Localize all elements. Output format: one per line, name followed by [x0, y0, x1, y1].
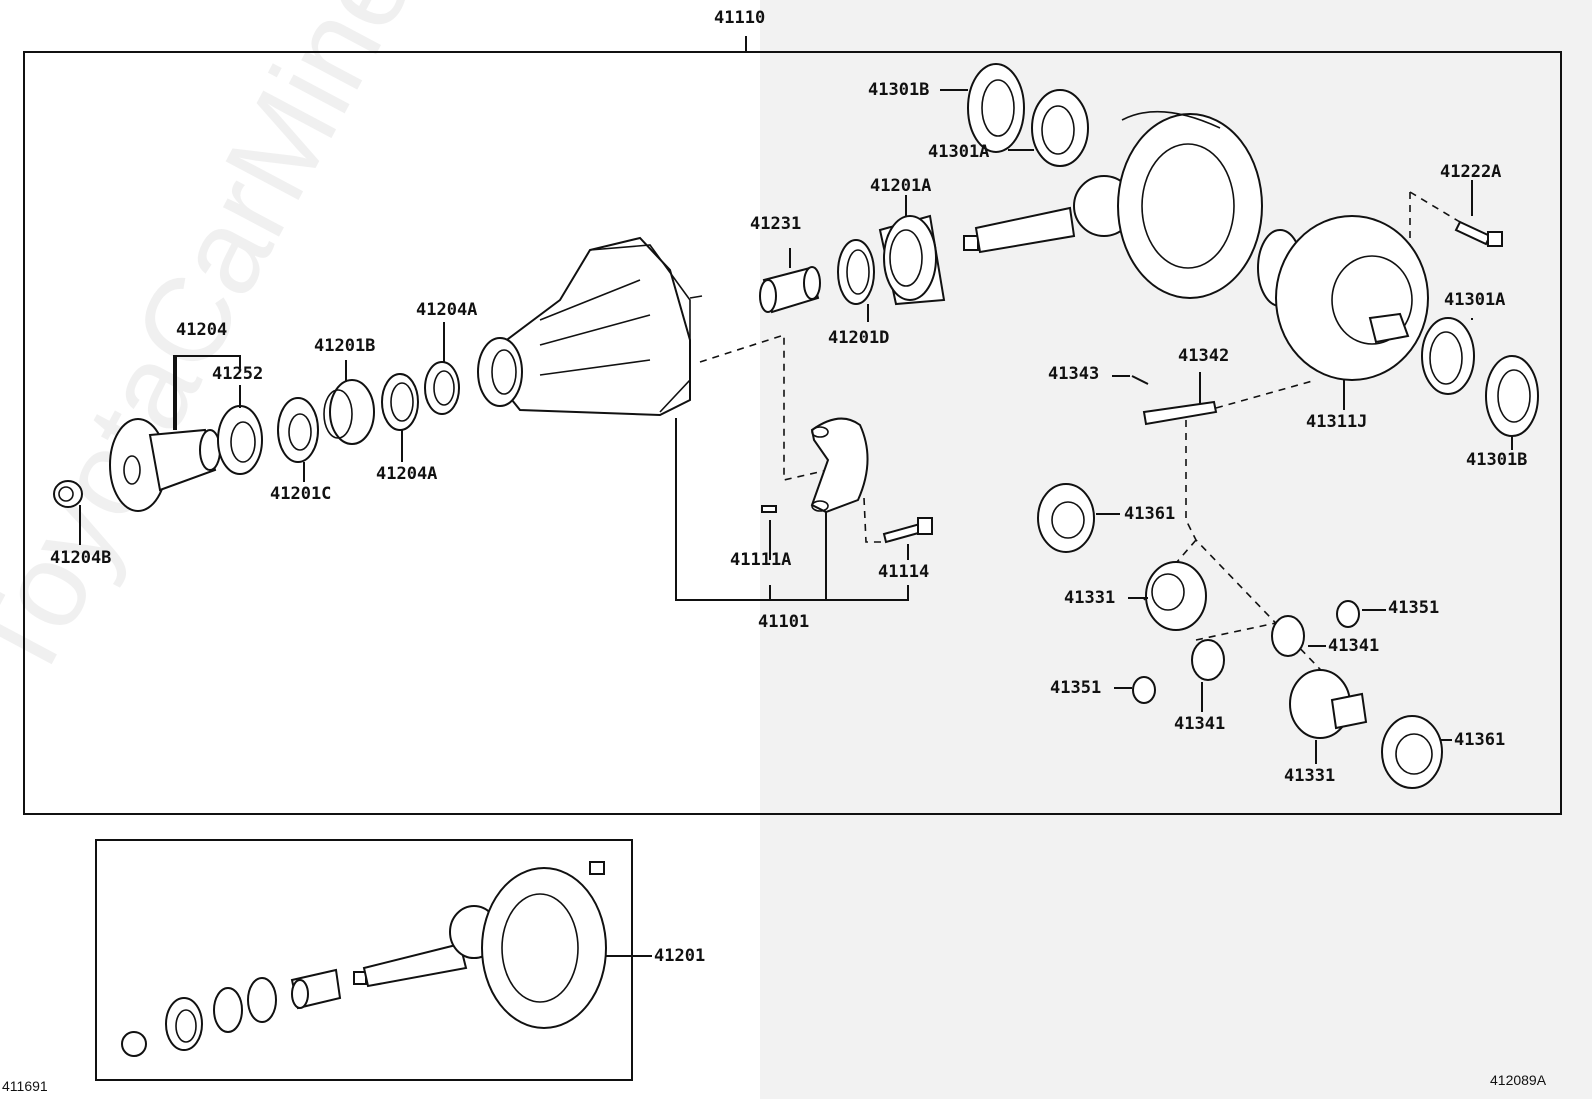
- washer-41351-left: [1114, 676, 1156, 704]
- label-41301b-top: 41301B: [868, 80, 930, 100]
- label-41111a: 41111A: [730, 550, 792, 570]
- label-41301a-top: 41301A: [928, 142, 990, 162]
- washer-41204a-lower: [381, 373, 419, 462]
- washer-41204a-upper: [424, 322, 460, 415]
- label-41114: 41114: [878, 562, 930, 582]
- side-gear-41331-top: [1128, 561, 1207, 631]
- label-41204: 41204: [176, 320, 228, 340]
- label-41231: 41231: [750, 214, 802, 234]
- label-41252: 41252: [212, 364, 264, 384]
- bearing-41301a-right: [1421, 317, 1475, 395]
- label-41201: 41201: [654, 946, 706, 966]
- label-41201d: 41201D: [828, 328, 890, 348]
- ring-and-pinion-gear: [963, 110, 1263, 299]
- bolt-41222a: [1409, 180, 1503, 250]
- pin-41343: [1112, 375, 1149, 385]
- pinion-gear-41341-left: [1191, 639, 1225, 712]
- diff-case-41311j: [1257, 215, 1429, 410]
- bearing-cap: [810, 417, 869, 514]
- kit-frame: [95, 839, 633, 1081]
- label-41342: 41342: [1178, 346, 1230, 366]
- label-41361-top: 41361: [1124, 504, 1176, 524]
- label-41222a: 41222A: [1440, 162, 1502, 182]
- label-41201b: 41201B: [314, 336, 376, 356]
- thrust-washer-41361-top: [1037, 483, 1120, 553]
- washer-41201d: [837, 239, 875, 322]
- label-41301b-right: 41301B: [1466, 450, 1528, 470]
- pinion-shaft-41342: [1142, 372, 1341, 691]
- oil-seal-41252: [217, 385, 263, 475]
- label-41101: 41101: [758, 612, 810, 632]
- label-41361-bottom: 41361: [1454, 730, 1506, 750]
- label-41351-left: 41351: [1050, 678, 1102, 698]
- thrust-washer-41361-bottom: [1381, 715, 1452, 789]
- corner-code-left: 411691: [2, 1078, 48, 1094]
- label-41351-right: 41351: [1388, 598, 1440, 618]
- label-41331-top: 41331: [1064, 588, 1116, 608]
- label-41331-bottom: 41331: [1284, 766, 1336, 786]
- label-41301a-right: 41301A: [1444, 290, 1506, 310]
- label-41311j: 41311J: [1306, 412, 1368, 432]
- shim-41301b-top: [940, 63, 1025, 153]
- bearing-41201c: [277, 397, 319, 482]
- nut-41204b: [53, 480, 83, 545]
- label-41201a: 41201A: [870, 176, 932, 196]
- spacer-41231: [759, 248, 821, 314]
- label-41341-right: 41341: [1328, 636, 1380, 656]
- kit-41201: [121, 861, 652, 1057]
- label-41343: 41343: [1048, 364, 1100, 384]
- pinion-gear-41341-right: [1271, 615, 1326, 657]
- shim-41301b-right: [1485, 355, 1539, 450]
- companion-flange-41204: [109, 355, 241, 512]
- label-41341-left: 41341: [1174, 714, 1226, 734]
- bolt-41114: [863, 497, 933, 560]
- assembly-frame: [23, 51, 1562, 815]
- label-41201c: 41201C: [270, 484, 332, 504]
- corner-code-right: 412089A: [1490, 1072, 1547, 1088]
- pin-41111a: [761, 505, 777, 560]
- label-41110: 41110: [714, 8, 766, 28]
- label-41204a-top: 41204A: [416, 300, 478, 320]
- bearing-41301a-top: [1008, 89, 1089, 167]
- label-41204b: 41204B: [50, 548, 112, 568]
- bearing-41201a: [878, 195, 946, 306]
- side-gear-41331-bottom: [1289, 669, 1368, 764]
- label-41204a-bottom: 41204A: [376, 464, 438, 484]
- bearing-41201b: [323, 360, 375, 445]
- washer-41351-right: [1336, 600, 1386, 628]
- carrier-housing-41101: [477, 236, 909, 601]
